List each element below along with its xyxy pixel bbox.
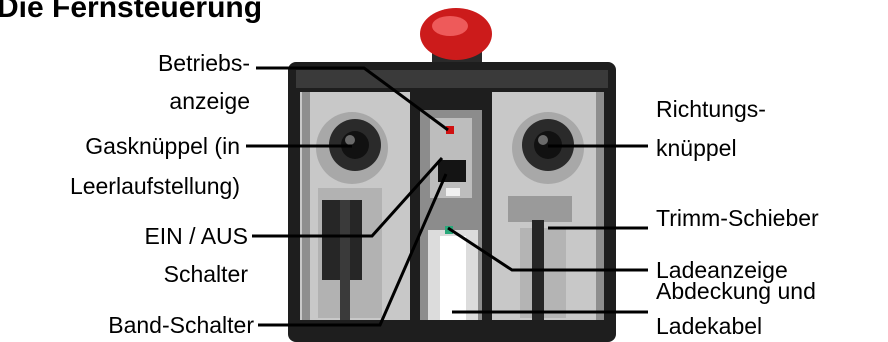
label-gasknueppel-2: Leerlaufstellung): [69, 173, 240, 199]
label-ein-aus-2: Schalter: [163, 261, 248, 287]
label-gasknueppel-1: Gasknüppel (in: [85, 133, 240, 159]
line-ladeanzeige: [447, 226, 648, 272]
label-trimm-schieber: Trimm-Schieber: [656, 205, 819, 231]
label-betriebsanzeige-2: anzeige: [169, 88, 250, 114]
label-ein-aus-1: EIN / AUS: [144, 223, 248, 249]
label-band-schalter: Band-Schalter: [108, 312, 254, 338]
leader-lines: [246, 66, 648, 327]
center-strip: [420, 110, 482, 320]
throttle-stick: [329, 119, 381, 171]
antenna: [420, 8, 492, 72]
label-ladeanzeige: Ladeanzeige: [656, 257, 788, 283]
label-abdeckung-2: Ladekabel: [656, 313, 763, 339]
label-betriebsanzeige-1: Betriebs-: [157, 50, 250, 76]
status-led: [446, 126, 454, 134]
label-richtungsknueppel-2: knüppel: [656, 135, 737, 161]
label-richtungsknueppel-1: Richtungs-: [656, 96, 766, 122]
line-band-schalter: [258, 173, 448, 327]
line-ein-aus: [252, 156, 444, 238]
diagram-title: Die Fernsteuerung: [0, 0, 263, 24]
label-abdeckung-1: Abdeckung und: [656, 278, 816, 304]
line-betriebsanzeige: [256, 66, 449, 132]
